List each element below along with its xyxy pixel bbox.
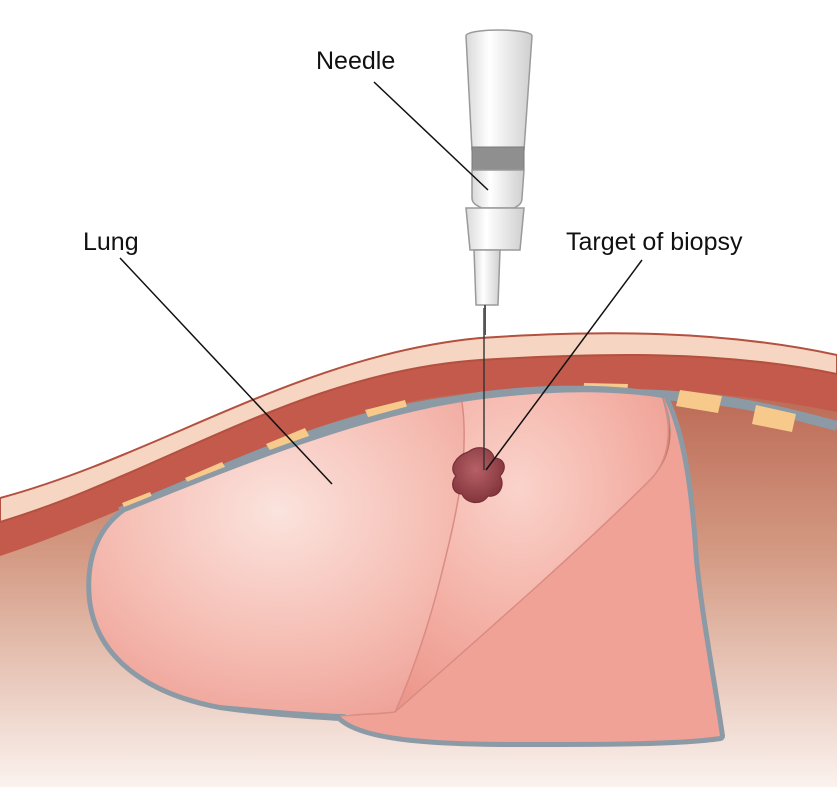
lung-lobe-lower-right: [340, 398, 720, 742]
needle-leader-line: [373, 81, 489, 191]
needle-tip-holder: [473, 249, 501, 306]
lung-lobe-left: [91, 402, 465, 715]
needle: [465, 29, 533, 335]
needle-collar: [465, 207, 525, 251]
target-of-biopsy-label: Target of biopsy: [566, 228, 743, 256]
target-leader-line: [485, 259, 643, 471]
rib: [676, 390, 722, 413]
needle-label: Needle: [316, 47, 396, 75]
lung-fissure: [339, 397, 670, 717]
rib: [752, 405, 796, 432]
needle-band: [471, 146, 525, 171]
needle-hub: [471, 169, 525, 209]
skin-layer: [0, 332, 837, 524]
needle-barrel: [465, 29, 533, 151]
lung-leader-line: [119, 257, 333, 485]
lung-fissure: [394, 401, 465, 713]
lung-label: Lung: [83, 228, 139, 256]
